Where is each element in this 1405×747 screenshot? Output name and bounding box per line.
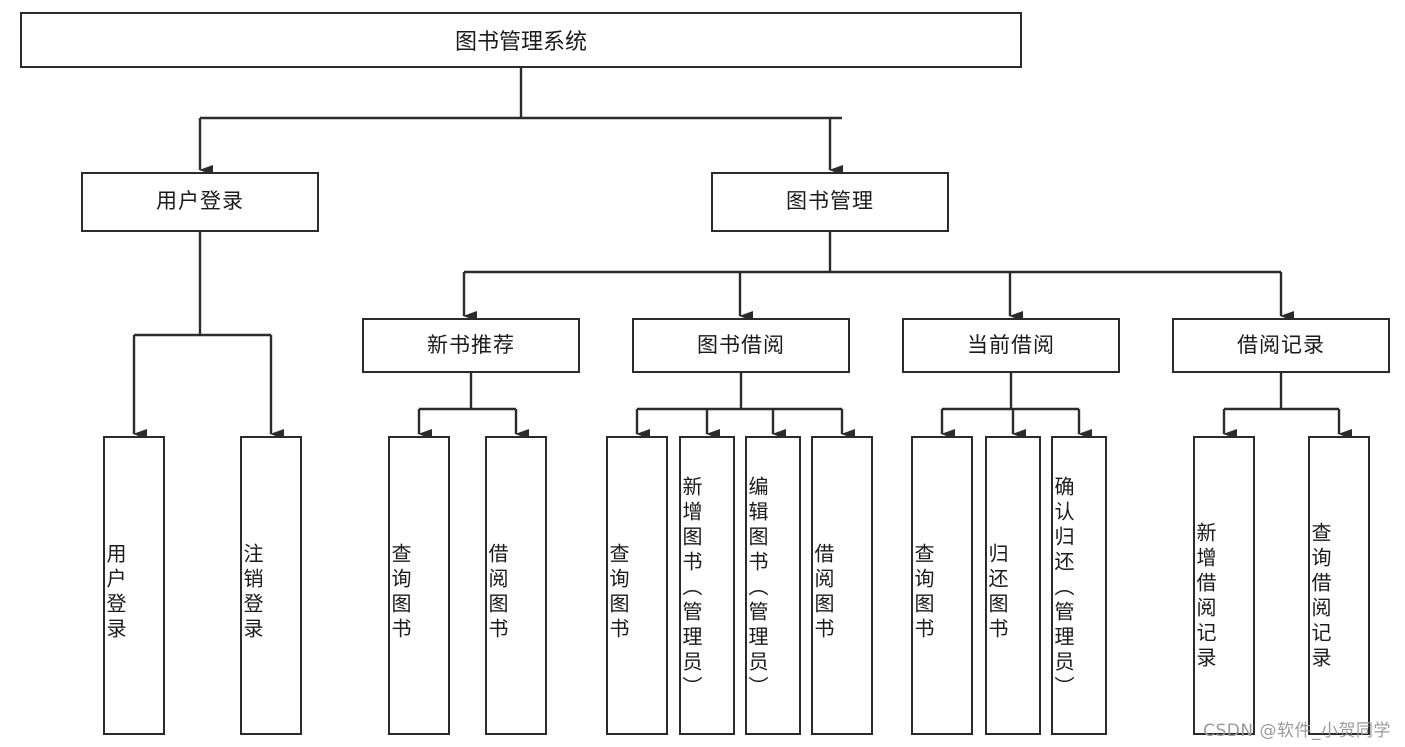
node-leaf-user-login[interactable]: 用户登录	[103, 436, 165, 735]
node-label: 新增图书（管理员）	[679, 476, 703, 701]
node-label: 新书推荐	[427, 332, 515, 357]
node-label: 图书管理系统	[454, 30, 587, 55]
watermark-text: CSDN @软件_小贺同学	[1203, 721, 1391, 741]
node-leaf-return-book[interactable]: 归还图书	[985, 436, 1041, 735]
node-leaf-borrow-book-2[interactable]: 借阅图书	[811, 436, 873, 735]
node-leaf-query-book-2[interactable]: 查询图书	[606, 436, 668, 735]
node-label: 新增借阅记录	[1193, 521, 1217, 672]
node-book-borrow[interactable]: 图书借阅	[632, 318, 850, 373]
node-label: 查询图书	[388, 542, 412, 643]
node-leaf-query-record[interactable]: 查询借阅记录	[1308, 436, 1370, 735]
node-label: 注销登录	[240, 542, 264, 643]
node-label: 查询借阅记录	[1308, 521, 1332, 672]
node-label: 借阅图书	[485, 542, 509, 643]
node-label: 确认归还（管理员）	[1051, 476, 1075, 701]
node-label: 查询图书	[911, 542, 935, 643]
node-label: 图书管理	[786, 189, 874, 214]
node-label: 借阅记录	[1237, 332, 1325, 357]
node-leaf-add-book[interactable]: 新增图书（管理员）	[679, 436, 735, 735]
node-leaf-edit-book[interactable]: 编辑图书（管理员）	[745, 436, 801, 735]
node-borrow-record[interactable]: 借阅记录	[1172, 318, 1390, 373]
node-leaf-user-logout[interactable]: 注销登录	[240, 436, 302, 735]
node-label: 编辑图书（管理员）	[745, 476, 769, 701]
node-book-manage[interactable]: 图书管理	[711, 172, 949, 232]
node-leaf-query-book-3[interactable]: 查询图书	[911, 436, 973, 735]
node-leaf-borrow-book-1[interactable]: 借阅图书	[485, 436, 547, 735]
node-label: 用户登录	[156, 189, 244, 214]
node-leaf-confirm-return[interactable]: 确认归还（管理员）	[1051, 436, 1107, 735]
node-label: 当前借阅	[967, 332, 1055, 357]
node-leaf-add-record[interactable]: 新增借阅记录	[1193, 436, 1255, 735]
node-label: 借阅图书	[811, 542, 835, 643]
node-user-login[interactable]: 用户登录	[81, 172, 319, 232]
node-label: 查询图书	[606, 542, 630, 643]
node-leaf-query-book-1[interactable]: 查询图书	[388, 436, 450, 735]
node-label: 归还图书	[985, 542, 1009, 643]
node-new-book-recommend[interactable]: 新书推荐	[362, 318, 580, 373]
node-label: 用户登录	[103, 542, 127, 643]
node-root-system[interactable]: 图书管理系统	[20, 12, 1022, 68]
node-label: 图书借阅	[697, 332, 785, 357]
node-current-borrow[interactable]: 当前借阅	[902, 318, 1120, 373]
